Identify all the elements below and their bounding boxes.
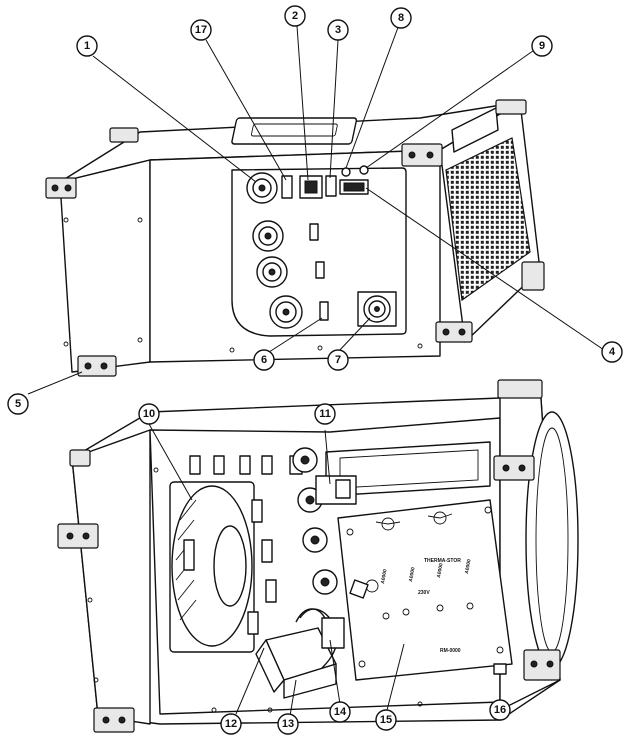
- plate-model-label: RM-0000: [440, 648, 461, 654]
- callout-10: 10: [138, 403, 160, 425]
- callout-9: 9: [531, 35, 553, 57]
- rocker-switch: [325, 175, 337, 197]
- callout-12: 12: [220, 713, 242, 735]
- svg-text:9: 9: [539, 40, 545, 52]
- svg-text:8: 8: [398, 12, 404, 24]
- plate-warning-label: A0000: [380, 569, 389, 585]
- svg-text:13: 13: [282, 718, 294, 730]
- callout-16: 16: [489, 699, 511, 721]
- foot-mount: [493, 663, 507, 675]
- rocker-switch: [281, 175, 293, 199]
- callout-3: 3: [327, 19, 349, 41]
- svg-text:7: 7: [335, 354, 341, 366]
- svg-text:11: 11: [319, 408, 331, 420]
- svg-text:5: 5: [15, 398, 21, 410]
- power-connector: [246, 172, 278, 204]
- power-connector: [256, 256, 288, 288]
- svg-text:3: 3: [335, 24, 341, 36]
- plate-voltage-label: 230V: [418, 590, 430, 596]
- plate-warning-label: A0000: [436, 563, 445, 579]
- circuit-breaker: [309, 223, 319, 241]
- power-inlet: [357, 291, 397, 327]
- circuit-breaker: [319, 301, 329, 321]
- callout-8: 8: [390, 7, 412, 29]
- svg-text:12: 12: [225, 718, 237, 730]
- svg-text:1: 1: [84, 40, 90, 52]
- top-unit: [45, 99, 545, 377]
- blower-fan: [169, 481, 255, 653]
- wiring-harness: [295, 608, 345, 669]
- indicator-light: [341, 167, 351, 177]
- svg-text:17: 17: [195, 24, 207, 36]
- access-cover-plate: [337, 499, 513, 681]
- intake-grille: [445, 137, 531, 302]
- plate-brand-label: THERMA-STOR: [424, 558, 461, 564]
- svg-text:10: 10: [143, 408, 155, 420]
- callout-17: 17: [190, 19, 212, 41]
- leader-lines: [27, 21, 605, 717]
- corner-bracket: [45, 99, 545, 377]
- callout-7: 7: [327, 349, 349, 371]
- callout-14: 14: [329, 701, 351, 723]
- plate-warning-label: A0000: [464, 559, 473, 575]
- control-box: [255, 627, 337, 699]
- callout-13: 13: [277, 713, 299, 735]
- svg-text:2: 2: [292, 10, 298, 22]
- callout-6: 6: [253, 349, 275, 371]
- callout-11: 11: [314, 403, 336, 425]
- corner-bracket: [57, 379, 561, 733]
- callout-4: 4: [601, 341, 623, 363]
- svg-text:4: 4: [609, 346, 616, 358]
- power-connector: [252, 220, 284, 252]
- svg-text:15: 15: [380, 714, 392, 726]
- plate-warning-label: A0000: [408, 567, 417, 583]
- power-connector: [269, 295, 303, 329]
- callout-15: 15: [375, 709, 397, 731]
- callout-1: 1: [76, 35, 98, 57]
- svg-text:16: 16: [494, 704, 506, 716]
- callout-2: 2: [284, 5, 306, 27]
- svg-text:14: 14: [334, 706, 347, 718]
- svg-text:6: 6: [261, 354, 267, 366]
- circuit-breaker: [315, 261, 325, 279]
- callout-5: 5: [7, 393, 29, 415]
- bottom-unit: THERMA-STOR 230V RM-0000 A0000 A0000 A00…: [57, 379, 579, 733]
